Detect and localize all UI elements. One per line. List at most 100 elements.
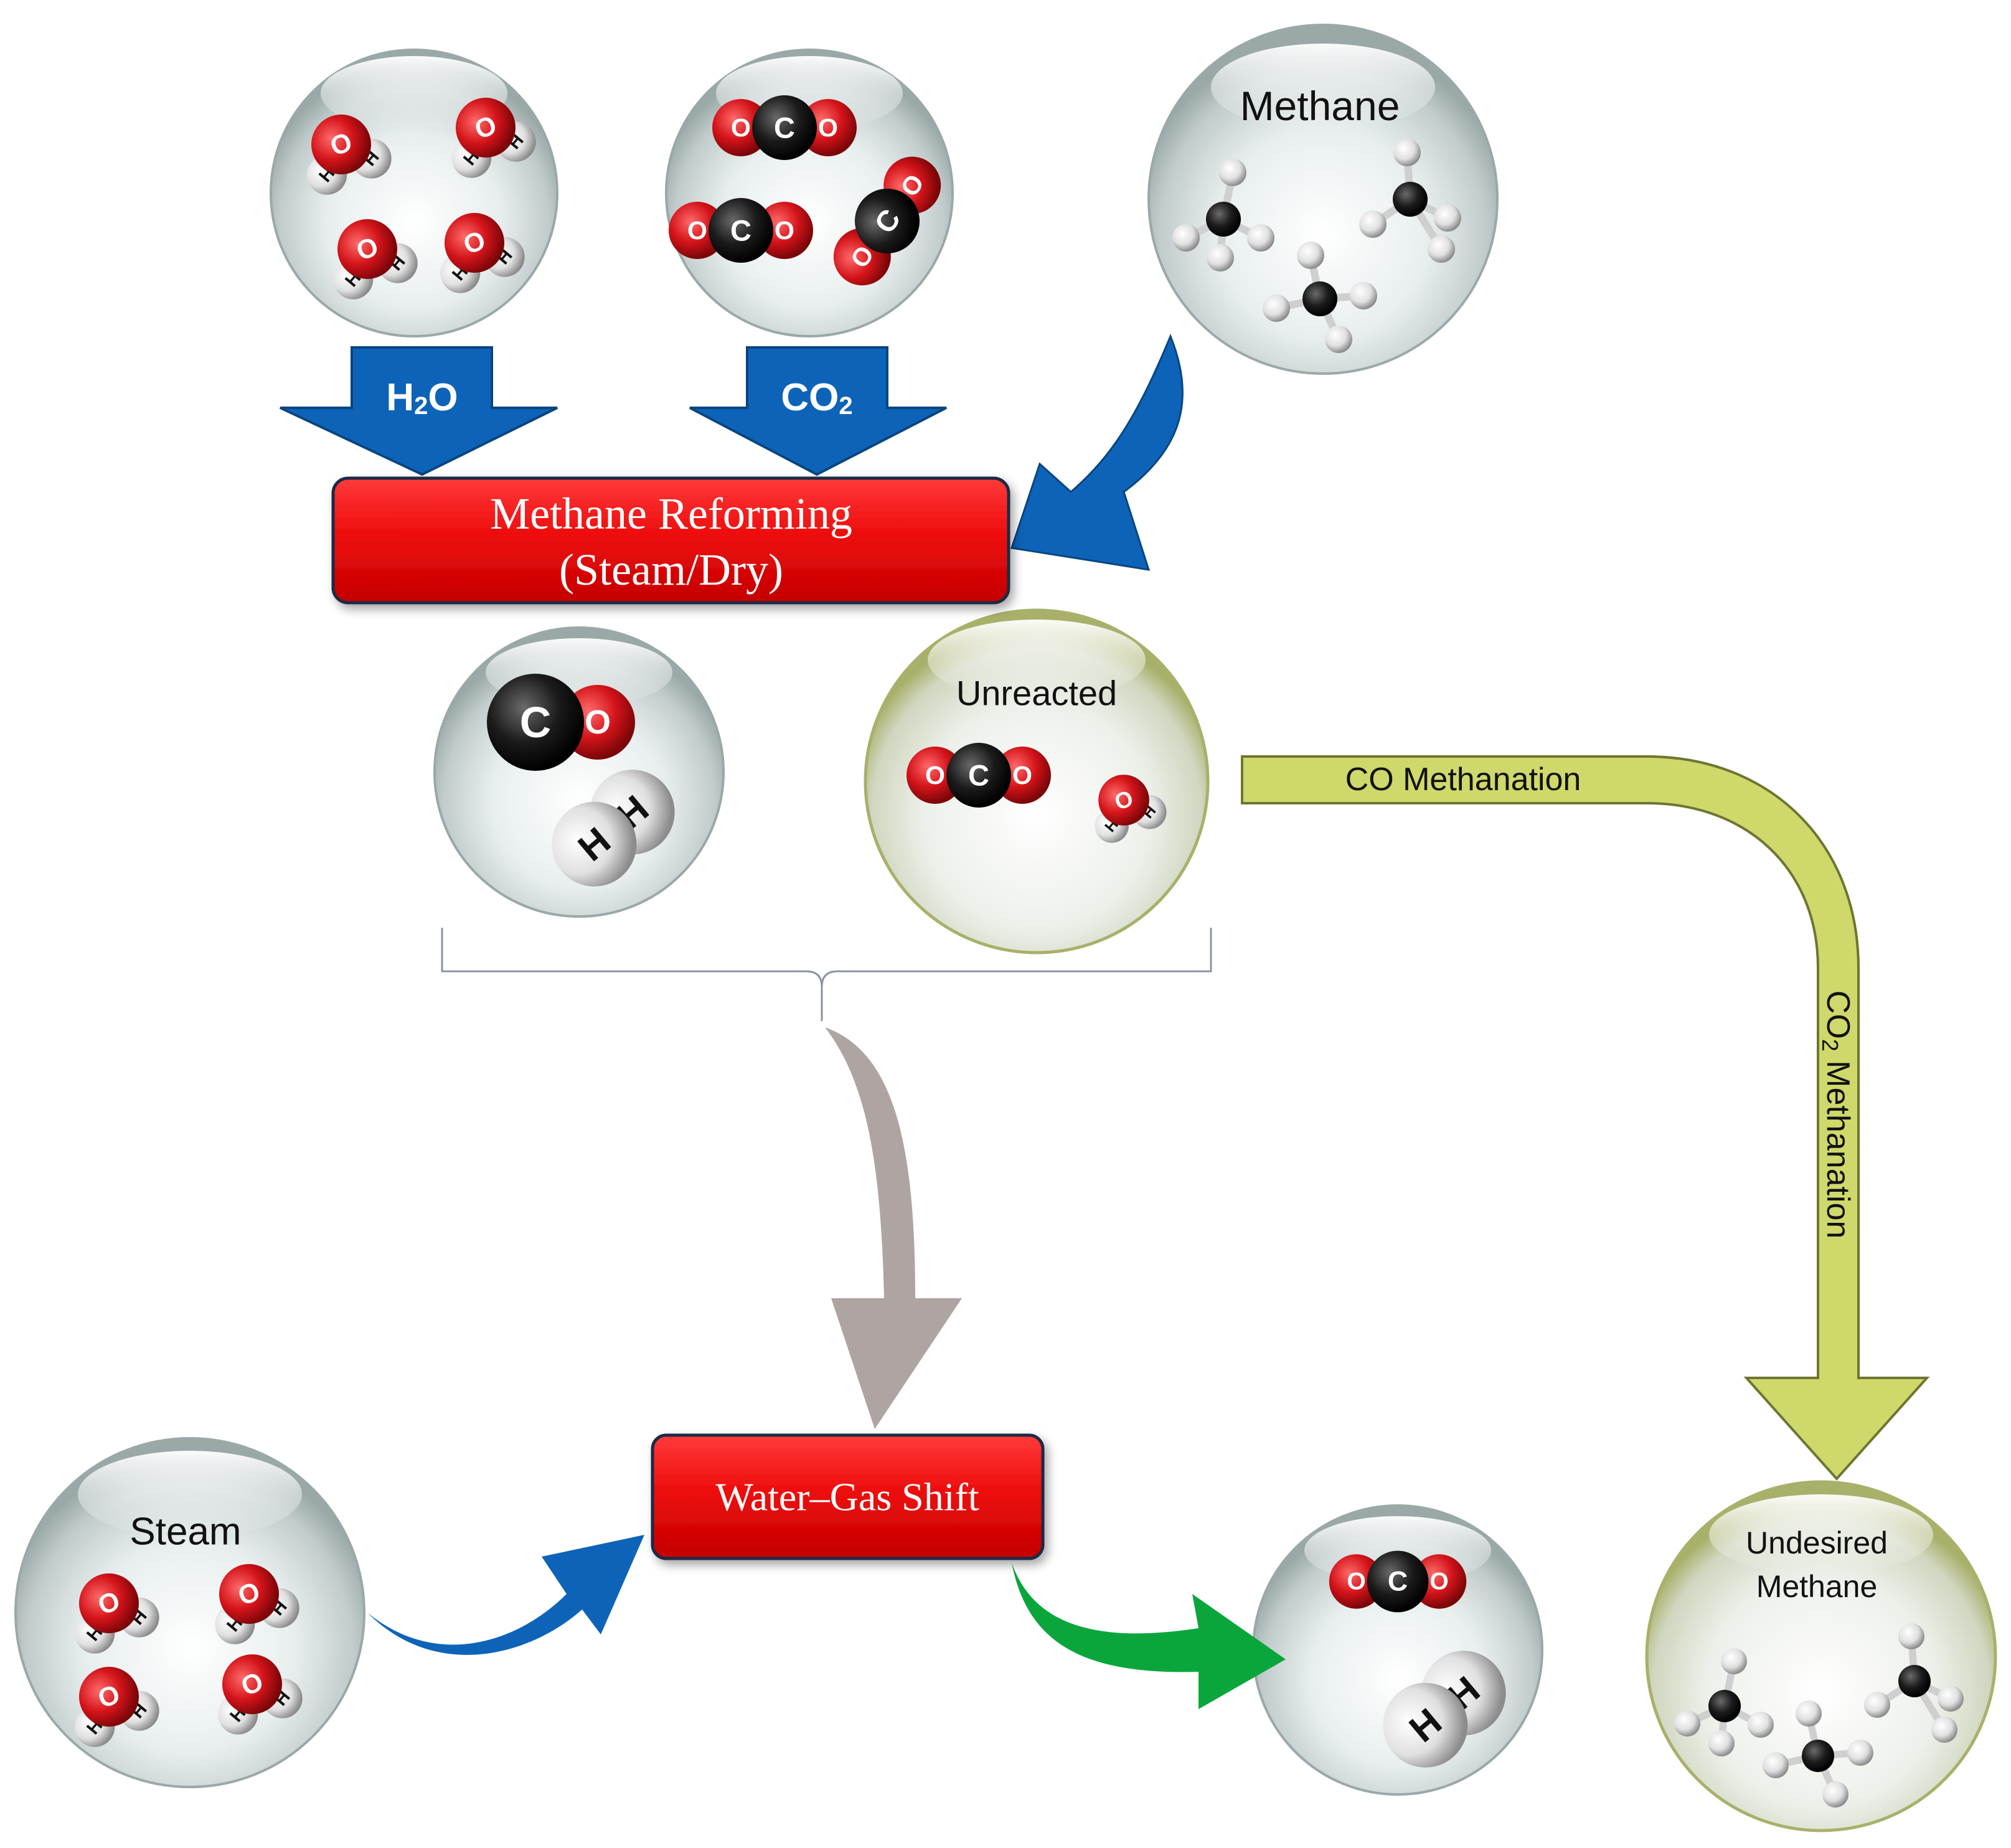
hydrogen-ball bbox=[1864, 1692, 1890, 1718]
hydrogen-ball bbox=[1428, 235, 1455, 263]
svg-text:O: O bbox=[731, 113, 751, 142]
hydrogen-ball bbox=[1247, 224, 1274, 252]
h2o-arrow-label-sub: 2 bbox=[414, 392, 428, 420]
h2o-arrow-label-o: O bbox=[428, 376, 458, 419]
carbon-atom: C bbox=[855, 189, 920, 253]
carbon-atom: C bbox=[1367, 1550, 1429, 1613]
svg-text:O: O bbox=[585, 704, 611, 741]
oxygen-atom: O bbox=[1329, 1554, 1384, 1609]
svg-text:O: O bbox=[818, 113, 838, 142]
oxygen-atom: O bbox=[222, 1654, 282, 1714]
carbon-ball bbox=[1206, 202, 1241, 237]
water-molecule: HHO bbox=[218, 1654, 303, 1735]
water-molecule: HHO bbox=[333, 219, 418, 299]
carbon-ball bbox=[1802, 1740, 1834, 1772]
methane-molecule bbox=[1763, 1700, 1873, 1808]
carbon-atom: C bbox=[752, 95, 817, 160]
svg-text:O: O bbox=[1429, 1568, 1448, 1595]
co2-molecule: O OC bbox=[907, 743, 1051, 808]
oxygen-atom: O bbox=[337, 219, 397, 279]
undesired-bubble-title-line2: Methane bbox=[1756, 1569, 1878, 1604]
co2-molecule: O OC bbox=[1329, 1550, 1467, 1613]
oxygen-atom: O bbox=[907, 747, 964, 804]
hydrogen-ball bbox=[1674, 1710, 1700, 1737]
hydrogen-ball bbox=[1207, 244, 1234, 271]
oxygen-atom: O bbox=[1098, 775, 1149, 826]
svg-text:O: O bbox=[687, 216, 707, 245]
water-bubble bbox=[270, 49, 558, 337]
methane-molecule bbox=[1674, 1648, 1774, 1756]
hydrogen-atom: H bbox=[552, 801, 637, 887]
hydrogen-ball bbox=[1822, 1781, 1849, 1808]
oxygen-atom: O bbox=[994, 747, 1051, 804]
oxygen-atom: O bbox=[311, 115, 371, 174]
reforming-box: Methane Reforming (Steam/Dry) bbox=[331, 476, 1010, 605]
hydrogen-ball bbox=[1898, 1623, 1924, 1649]
carbon-atom: C bbox=[709, 198, 773, 263]
methanation-arrow: CO Methanation CO2 Methanation bbox=[1241, 755, 1930, 1481]
product-arrow bbox=[1012, 1563, 1286, 1709]
svg-text:O: O bbox=[1012, 761, 1032, 790]
co2-methanation-label: CO2 Methanation bbox=[1818, 991, 1857, 1239]
co2-arrow-label: CO bbox=[781, 376, 839, 419]
hydrogen-ball bbox=[1359, 210, 1387, 238]
methane-molecule bbox=[1172, 159, 1274, 271]
water-molecule: HHO bbox=[215, 1564, 299, 1644]
hydrogen-ball bbox=[1847, 1740, 1873, 1766]
water-molecule: HHO bbox=[75, 1667, 159, 1747]
carbon-ball bbox=[1708, 1690, 1741, 1722]
methane-molecule bbox=[1359, 139, 1461, 263]
svg-text:C: C bbox=[1388, 1567, 1408, 1597]
unreacted-bubble-title: Unreacted bbox=[956, 674, 1117, 713]
svg-text:C: C bbox=[774, 111, 795, 144]
hydrogen-ball bbox=[1796, 1700, 1822, 1727]
svg-text:C: C bbox=[520, 698, 552, 747]
methane-bubble-title: Methane bbox=[1240, 83, 1400, 129]
hydrogen-ball bbox=[1297, 242, 1324, 269]
svg-text:CO2: CO2 bbox=[781, 376, 852, 420]
svg-text:C: C bbox=[968, 759, 989, 792]
merge-arrow bbox=[825, 1027, 962, 1429]
co2-arrow-label-sub: 2 bbox=[839, 392, 852, 420]
hydrogen-ball bbox=[1708, 1730, 1735, 1756]
hydrogen-ball bbox=[1350, 282, 1377, 309]
hydrogen-ball bbox=[1763, 1752, 1789, 1778]
oxygen-atom: O bbox=[445, 213, 504, 273]
hydrogen-ball bbox=[1219, 159, 1246, 186]
steam-bubble: Steam bbox=[14, 1437, 365, 1788]
methane-bubble: Methane bbox=[1147, 24, 1499, 375]
hydrogen-ball bbox=[1263, 295, 1290, 322]
hydrogen-ball bbox=[1931, 1717, 1957, 1743]
water-molecule: HHO bbox=[75, 1573, 159, 1654]
reforming-box-line2: (Steam/Dry) bbox=[559, 545, 783, 595]
svg-text:O: O bbox=[925, 761, 945, 790]
hydrogen-ball bbox=[1434, 204, 1461, 232]
reforming-box-line1: Methane Reforming bbox=[490, 489, 852, 539]
methane-feed-arrow bbox=[1010, 334, 1184, 571]
co2-molecule: OOC bbox=[833, 156, 941, 286]
svg-text:C: C bbox=[730, 214, 751, 247]
carbon-ball bbox=[1302, 281, 1337, 316]
steam-feed-arrow bbox=[367, 1535, 644, 1655]
oxygen-atom: O bbox=[1411, 1554, 1467, 1609]
h2-molecule: HH bbox=[552, 770, 675, 887]
hydrogen-ball bbox=[1748, 1712, 1774, 1738]
merge-bracket bbox=[441, 928, 1212, 1021]
undesired-methane-bubble: Undesired Methane bbox=[1645, 1480, 1997, 1832]
water-molecule: HHO bbox=[1095, 775, 1167, 843]
hydrogen-ball bbox=[1938, 1685, 1964, 1712]
carbon-atom: C bbox=[946, 743, 1011, 808]
methane-molecule bbox=[1263, 242, 1377, 353]
wgs-box-label: Water–Gas Shift bbox=[715, 1475, 979, 1519]
h2o-arrow-label-h: H bbox=[386, 376, 414, 419]
svg-text:H2O: H2O bbox=[386, 376, 458, 420]
carbon-ball bbox=[1393, 182, 1428, 217]
svg-text:O: O bbox=[1347, 1568, 1365, 1595]
carbon-ball bbox=[1898, 1665, 1931, 1697]
wgs-box: Water–Gas Shift bbox=[651, 1433, 1045, 1560]
oxygen-atom: O bbox=[79, 1573, 139, 1633]
oxygen-atom: O bbox=[712, 99, 770, 156]
